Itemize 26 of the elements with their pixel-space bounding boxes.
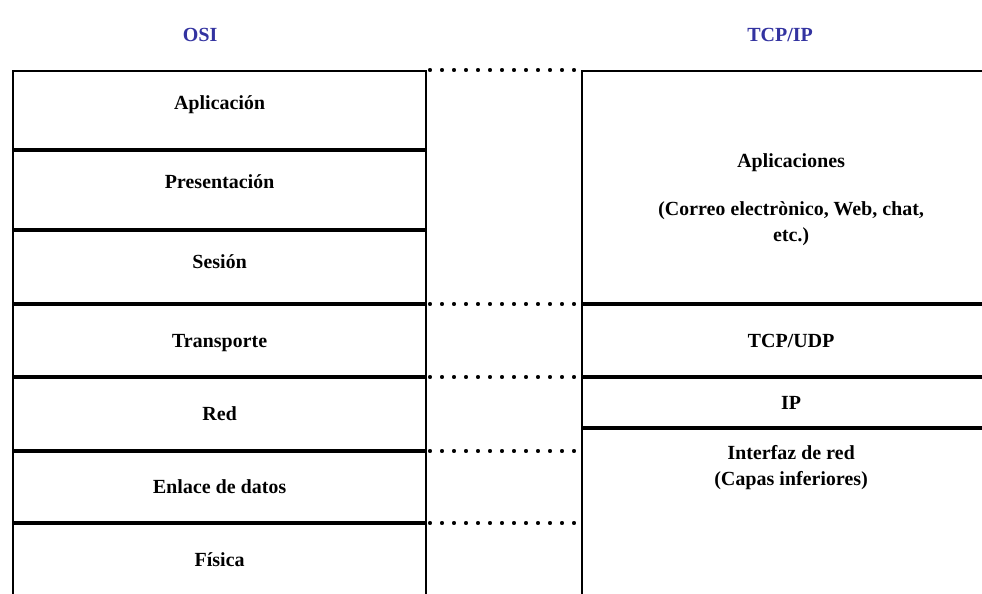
column-heading: OSI [182,23,218,48]
layer-label: Transporte [172,328,268,354]
layer-label: Enlace de datos [152,475,286,500]
layer-box [12,230,427,304]
layer-box [12,70,427,150]
layer-label: IP [781,390,801,416]
layer-box [12,150,427,230]
layer-box [581,377,982,428]
layer-label: TCP/UDP [748,328,834,354]
layer-label: Sesión [192,250,247,275]
layer-label: Aplicación [174,91,266,116]
layer-label: Red [202,402,237,427]
layer-box [12,377,427,451]
layer-box [581,304,982,377]
layer-label: Aplicaciones [737,149,845,174]
layer-label: Física [194,548,244,573]
column-heading: TCP/IP [746,23,814,48]
layer-box [12,304,427,377]
layer-label: Interfaz de red [727,441,855,466]
layer-label: Presentación [164,170,274,195]
layer-box [581,70,982,304]
layer-label: (Correo electrònico, Web, chat, etc.) [657,197,925,248]
layer-box [12,451,427,523]
layer-box [581,428,982,594]
layer-label: (Capas inferiores) [714,467,868,492]
layer-box [12,523,427,594]
